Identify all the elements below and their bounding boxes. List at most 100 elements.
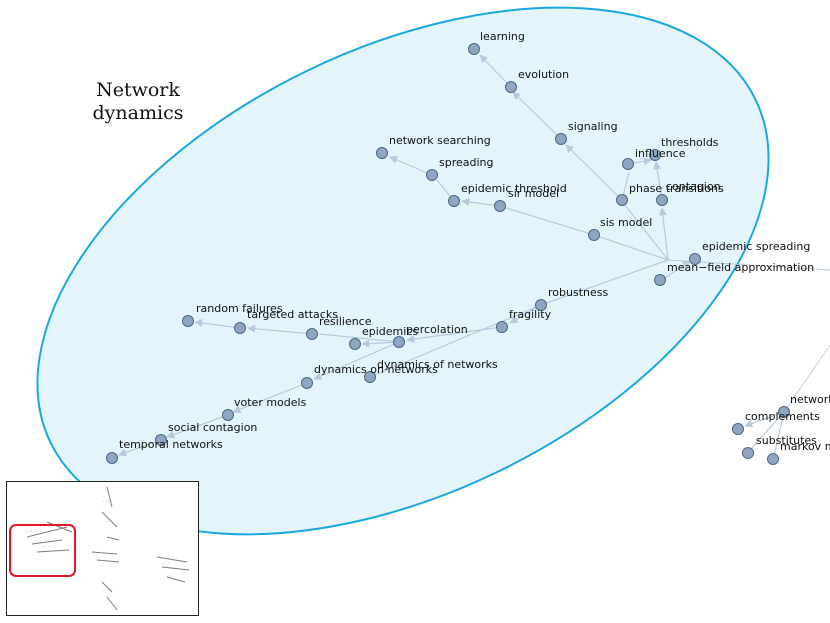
svg-text:• •: • •	[167, 574, 172, 578]
node-circle[interactable]	[622, 158, 634, 170]
node-circle[interactable]	[654, 274, 666, 286]
node-markov[interactable]: markov m	[767, 440, 830, 465]
node-label: influence	[635, 147, 686, 160]
node-circle[interactable]	[393, 336, 405, 348]
edge	[194, 318, 241, 329]
minimap[interactable]: • • • • • • • • • • • • • • • • • • •	[6, 481, 199, 616]
node-label: mean−field approximation	[667, 261, 814, 274]
node-circle[interactable]	[376, 147, 388, 159]
node-sis-model[interactable]: sis model	[588, 216, 653, 241]
node-circle[interactable]	[222, 409, 234, 421]
node-phase-transitions[interactable]: phase transitions	[616, 182, 725, 206]
node-circle[interactable]	[306, 328, 318, 340]
edge	[389, 156, 433, 176]
node-circle[interactable]	[689, 253, 701, 265]
node-circle[interactable]	[588, 229, 600, 241]
svg-text:• • •: • • •	[102, 499, 109, 503]
node-circle[interactable]	[349, 338, 361, 350]
edge	[118, 439, 162, 457]
node-signaling[interactable]: signaling	[555, 120, 618, 145]
node-learning[interactable]: learning	[468, 30, 525, 55]
node-social-contagion[interactable]: social contagion	[155, 421, 258, 446]
edge	[593, 234, 669, 261]
node-label: complements	[745, 410, 820, 423]
cluster-title: dynamics	[93, 102, 184, 124]
node-thresholds[interactable]: thresholds	[649, 136, 719, 161]
edge	[658, 207, 669, 261]
node-circle[interactable]	[468, 43, 480, 55]
node-contagion[interactable]: contagion	[656, 180, 721, 206]
node-circle[interactable]	[742, 447, 754, 459]
node-circle[interactable]	[616, 194, 628, 206]
node-percolation[interactable]: percolation	[393, 323, 468, 348]
node-complements[interactable]: complements	[732, 410, 821, 435]
node-circle[interactable]	[106, 452, 118, 464]
svg-text:• •: • •	[107, 587, 112, 591]
edge	[653, 161, 663, 201]
node-label: temporal networks	[119, 438, 223, 451]
edge	[369, 304, 542, 378]
node-label: evolution	[518, 68, 569, 81]
node-network-searching[interactable]: network searching	[376, 134, 491, 159]
node-circle[interactable]	[234, 322, 246, 334]
node-circle[interactable]	[656, 194, 668, 206]
node-circle[interactable]	[494, 200, 506, 212]
node-label: markov m	[780, 440, 830, 453]
node-epidemic-threshold[interactable]: epidemic threshold	[448, 182, 567, 207]
node-circle[interactable]	[649, 149, 661, 161]
node-label: signaling	[568, 120, 618, 133]
node-label: learning	[480, 30, 525, 43]
node-circle[interactable]	[496, 321, 508, 333]
svg-text:• • • •: • • • •	[25, 529, 35, 533]
node-network[interactable]: network	[778, 393, 830, 418]
node-label: dynamics on networks	[314, 363, 438, 376]
node-resilience[interactable]: resilience	[306, 315, 372, 340]
node-circle[interactable]	[364, 371, 376, 383]
edge	[499, 205, 595, 236]
node-label: epidemic spreading	[702, 240, 810, 253]
node-circle[interactable]	[778, 406, 790, 418]
node-voter-models[interactable]: voter models	[222, 396, 307, 421]
node-circle[interactable]	[155, 434, 167, 446]
node-label: sis model	[600, 216, 652, 229]
edge	[744, 411, 785, 428]
edge	[313, 341, 400, 380]
edge	[247, 324, 313, 335]
node-influence[interactable]: influence	[622, 147, 686, 170]
viewport-indicator[interactable]	[9, 524, 76, 577]
node-epidemic-spreading[interactable]: epidemic spreading	[689, 240, 811, 265]
node-circle[interactable]	[182, 315, 194, 327]
node-circle[interactable]	[535, 299, 547, 311]
node-random-failures[interactable]: random failures	[182, 302, 283, 327]
node-circle[interactable]	[448, 195, 460, 207]
node-evolution[interactable]: evolution	[505, 68, 570, 93]
node-circle[interactable]	[301, 377, 313, 389]
node-sir-model[interactable]: sir model	[494, 187, 560, 212]
node-circle[interactable]	[732, 423, 744, 435]
node-label: contagion	[666, 180, 721, 193]
edge	[512, 91, 562, 140]
node-circle[interactable]	[426, 169, 438, 181]
node-fragility[interactable]: fragility	[496, 308, 552, 333]
node-circle[interactable]	[767, 453, 779, 465]
nodes[interactable]: learning evolution signaling thresholdsinfl…	[106, 30, 830, 465]
node-mean-field-approximation[interactable]: mean−field approximation	[654, 261, 815, 286]
node-circle[interactable]	[555, 133, 567, 145]
node-label: robustness	[548, 286, 608, 299]
node-spreading[interactable]: spreading	[426, 156, 494, 181]
node-label: voter models	[234, 396, 307, 409]
node-dynamics-on-networks[interactable]: dynamics on networks	[301, 363, 439, 389]
node-substitutes[interactable]: substitutes	[742, 434, 818, 459]
node-dynamics-of-networks[interactable]: dynamics of networks	[364, 358, 499, 383]
node-temporal-networks[interactable]: temporal networks	[106, 438, 223, 464]
edge	[565, 144, 623, 201]
edge	[232, 382, 308, 414]
node-label: fragility	[509, 308, 552, 321]
node-circle[interactable]	[505, 81, 517, 93]
node-label: percolation	[406, 323, 468, 336]
node-targeted-attacks[interactable]: targeted attacks	[234, 308, 339, 334]
node-epidemics[interactable]: epidemics	[349, 325, 419, 350]
node-robustness[interactable]: robustness	[535, 286, 609, 311]
